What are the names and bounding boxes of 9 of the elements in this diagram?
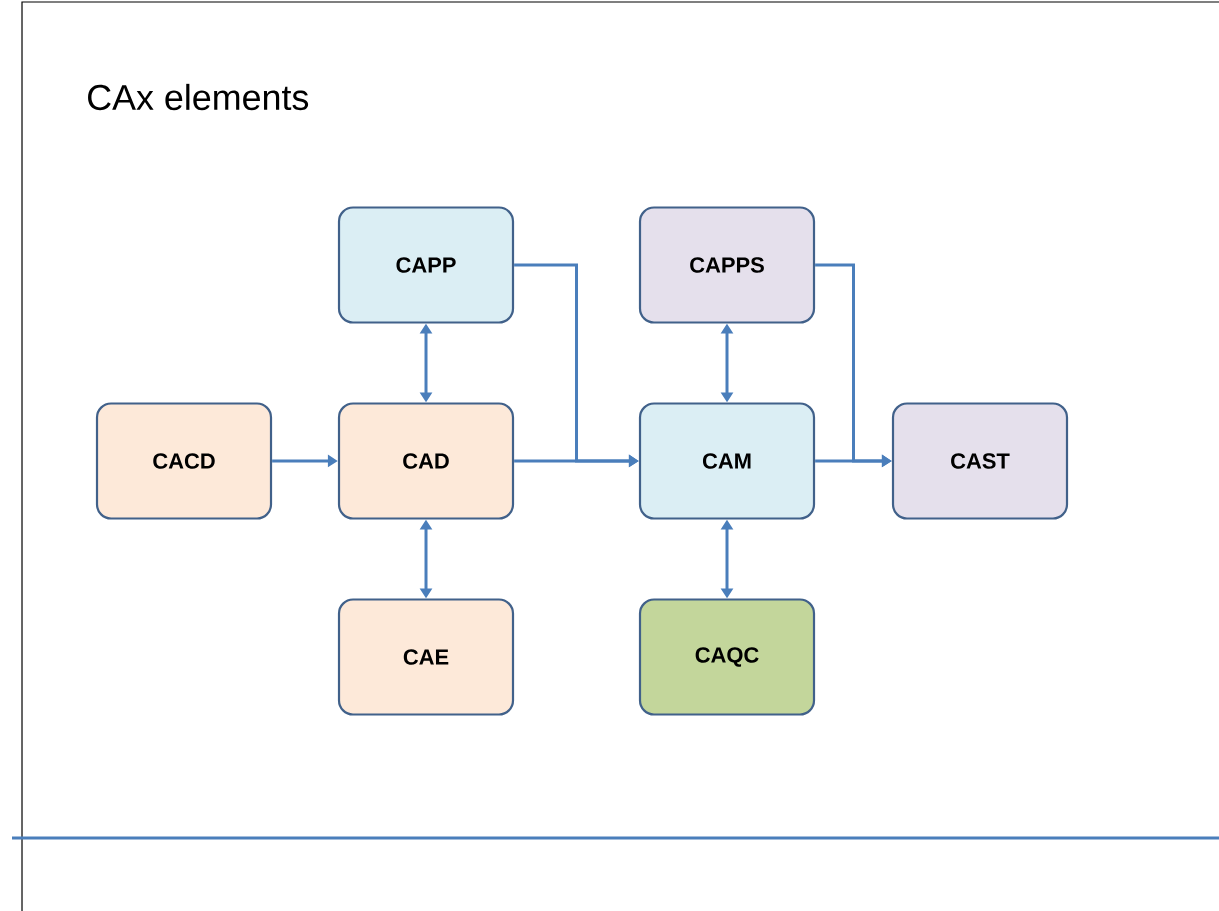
process-box: CAPPS	[638, 206, 816, 324]
process-box: CAE	[337, 598, 515, 716]
process-box: CAST	[891, 402, 1069, 520]
slide-title: CAx elements	[88, 83, 309, 111]
process-box: CAD	[337, 402, 515, 520]
process-box: CAQC	[638, 598, 816, 716]
process-box: CAPP	[337, 206, 515, 324]
process-box: CACD	[95, 402, 273, 520]
process-box: CAM	[638, 402, 816, 520]
